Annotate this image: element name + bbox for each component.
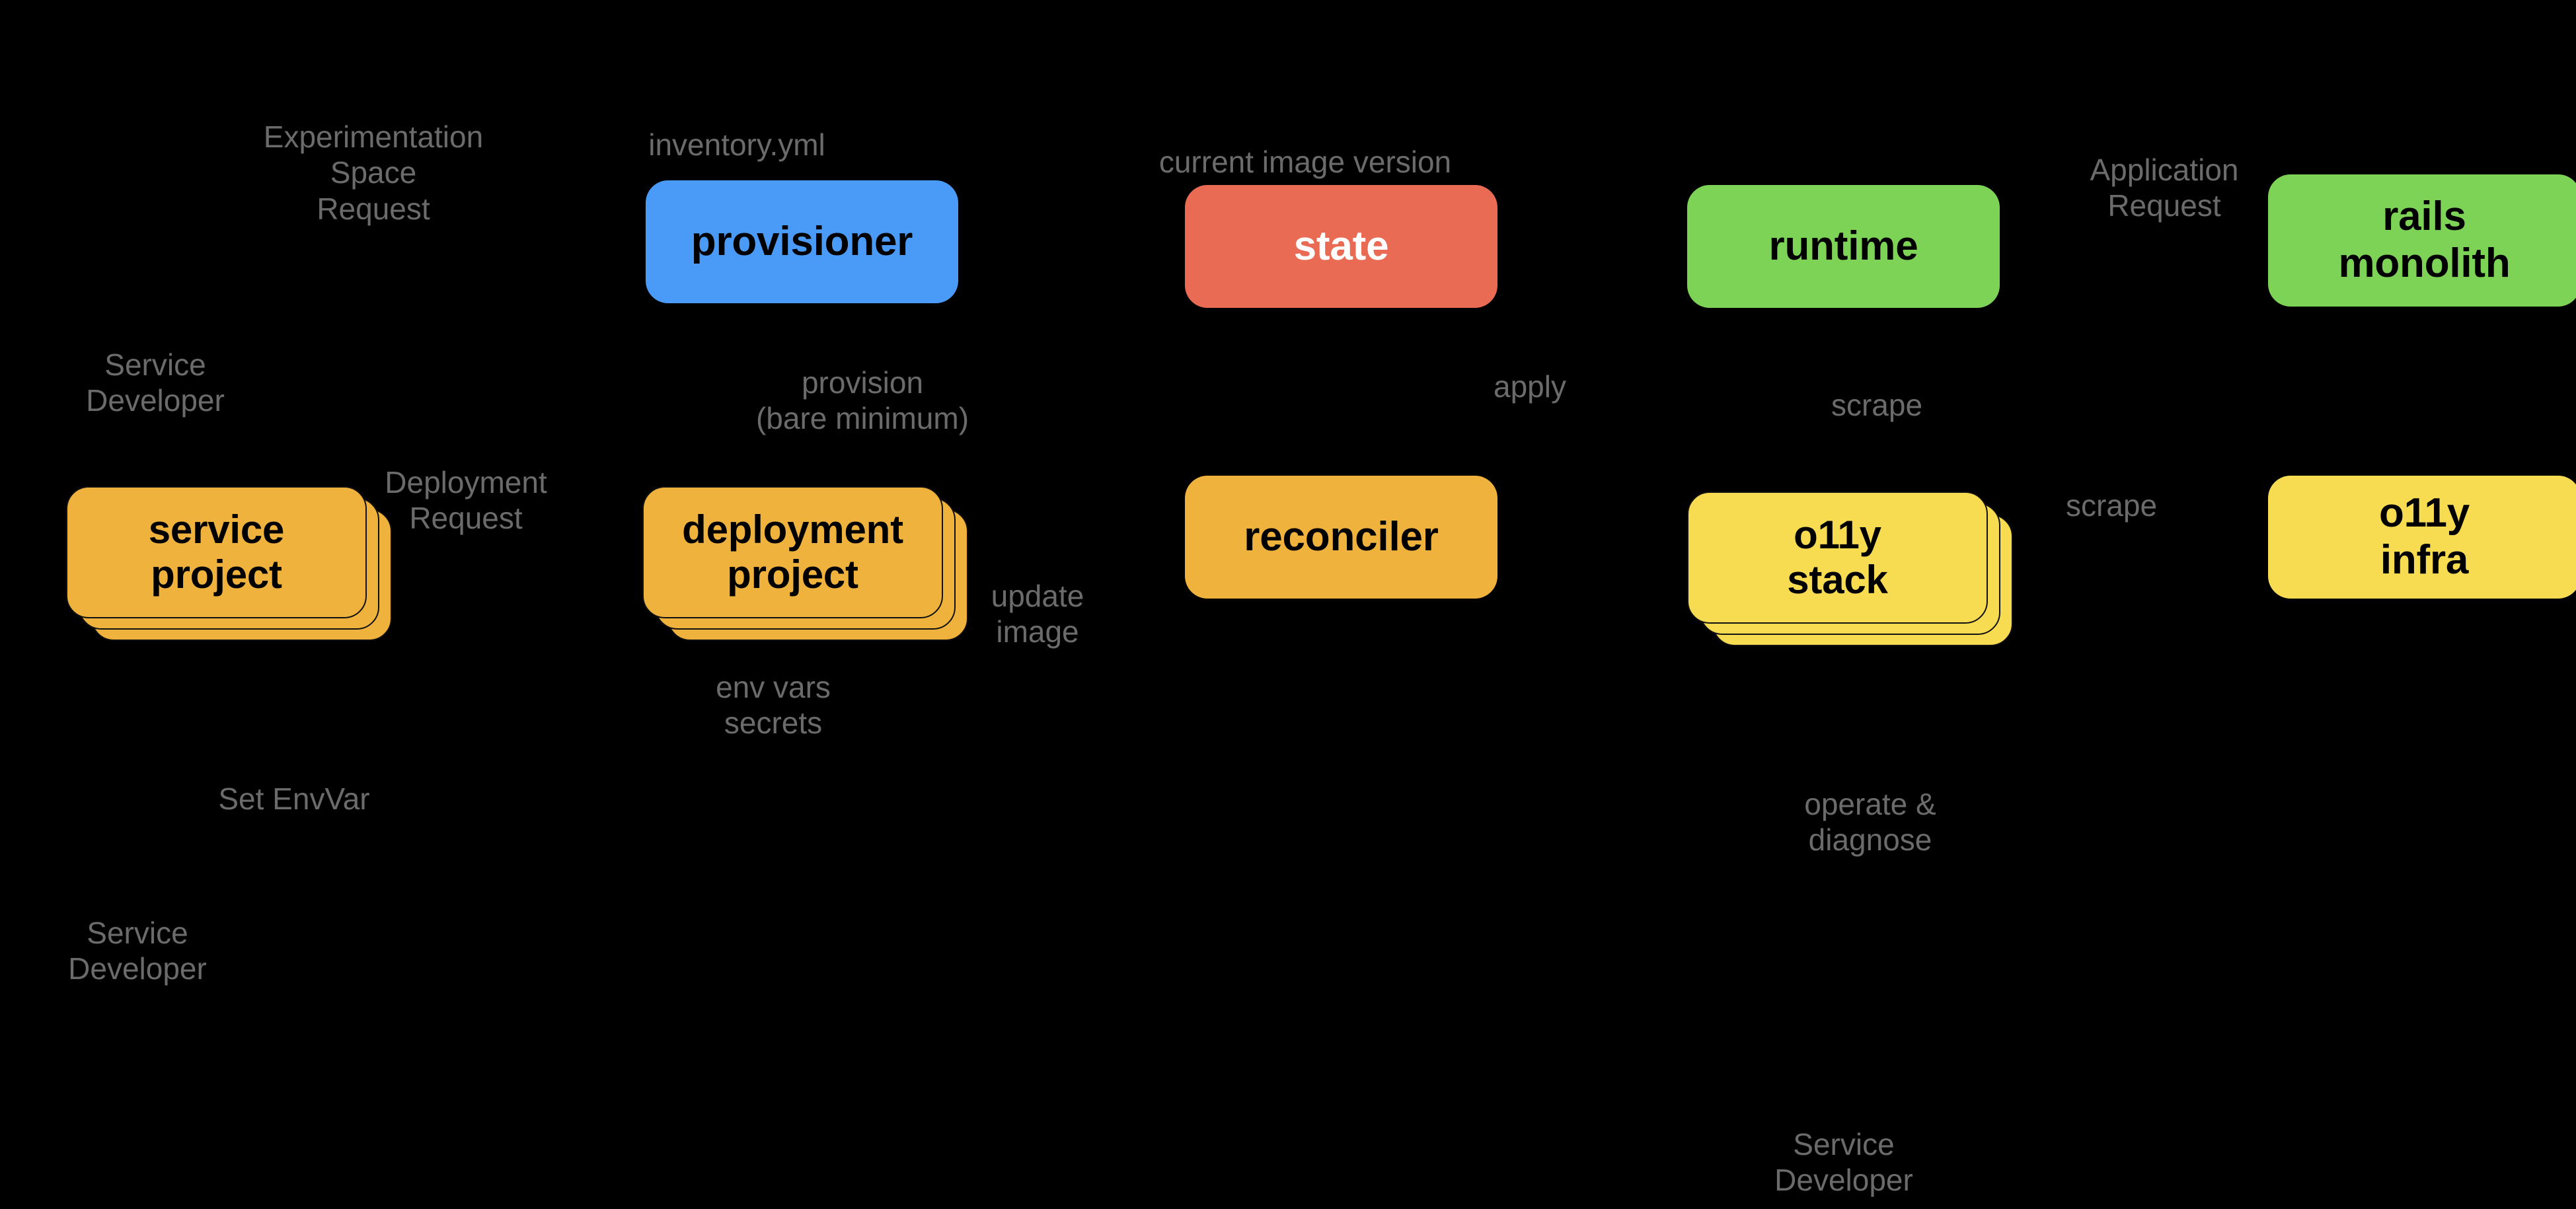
edge-label-service-developer-bottom-right: Service Developer — [1774, 1127, 1913, 1198]
node-label-state: state — [1293, 223, 1389, 269]
edge-label-scrape-infra: scrape — [2065, 488, 2158, 523]
edge-label-set-envvar: Set EnvVar — [218, 782, 370, 816]
node-service-project[interactable]: service project — [66, 486, 393, 645]
node-stack-front-service-project: service project — [66, 486, 367, 618]
edge-label-application-request: Application Request — [2090, 153, 2239, 223]
node-deployment-project[interactable]: deployment project — [642, 486, 969, 645]
edge-label-service-developer-bottom-left: Service Developer — [68, 916, 207, 986]
node-reconciler[interactable]: reconciler — [1185, 476, 1497, 599]
edge-label-deployment-request: Deployment Request — [385, 465, 547, 536]
node-o11y-infra[interactable]: o11y infra — [2268, 476, 2576, 599]
node-provisioner[interactable]: provisioner — [646, 180, 958, 303]
node-label-o11y-stack: o11y stack — [1787, 512, 1888, 602]
node-label-service-project: service project — [148, 507, 285, 597]
node-state[interactable]: state — [1185, 185, 1497, 308]
edge-label-inventory-yml: inventory.yml — [648, 128, 825, 162]
node-label-rails-monolith: rails monolith — [2338, 194, 2511, 286]
node-o11y-stack[interactable]: o11y stack — [1687, 492, 2014, 650]
node-label-reconciler: reconciler — [1244, 513, 1439, 560]
node-rails-monolith[interactable]: rails monolith — [2268, 174, 2576, 307]
edge-label-env-vars-secrets: env vars secrets — [716, 670, 831, 741]
edge-label-current-image-version: current image version — [1158, 145, 1452, 179]
node-stack-front-o11y-stack: o11y stack — [1687, 492, 1988, 624]
edge-label-provision-bare-minimum: provision (bare minimum) — [755, 365, 969, 436]
edge-label-apply: apply — [1494, 369, 1566, 404]
node-label-o11y-infra: o11y infra — [2378, 490, 2470, 583]
edge-label-update-image: update image — [991, 579, 1084, 649]
node-label-runtime: runtime — [1768, 223, 1918, 269]
node-label-deployment-project: deployment project — [682, 507, 903, 597]
edge-label-service-developer-top: Service Developer — [86, 348, 225, 418]
node-label-provisioner: provisioner — [691, 218, 913, 264]
edge-label-experimentation-space-request: Experimentation Space Request — [263, 120, 484, 226]
node-runtime[interactable]: runtime — [1687, 185, 2000, 308]
edge-label-scrape-runtime: scrape — [1831, 388, 1923, 422]
edge-label-operate-diagnose: operate & diagnose — [1804, 787, 1936, 858]
node-stack-front-deployment-project: deployment project — [642, 486, 943, 618]
